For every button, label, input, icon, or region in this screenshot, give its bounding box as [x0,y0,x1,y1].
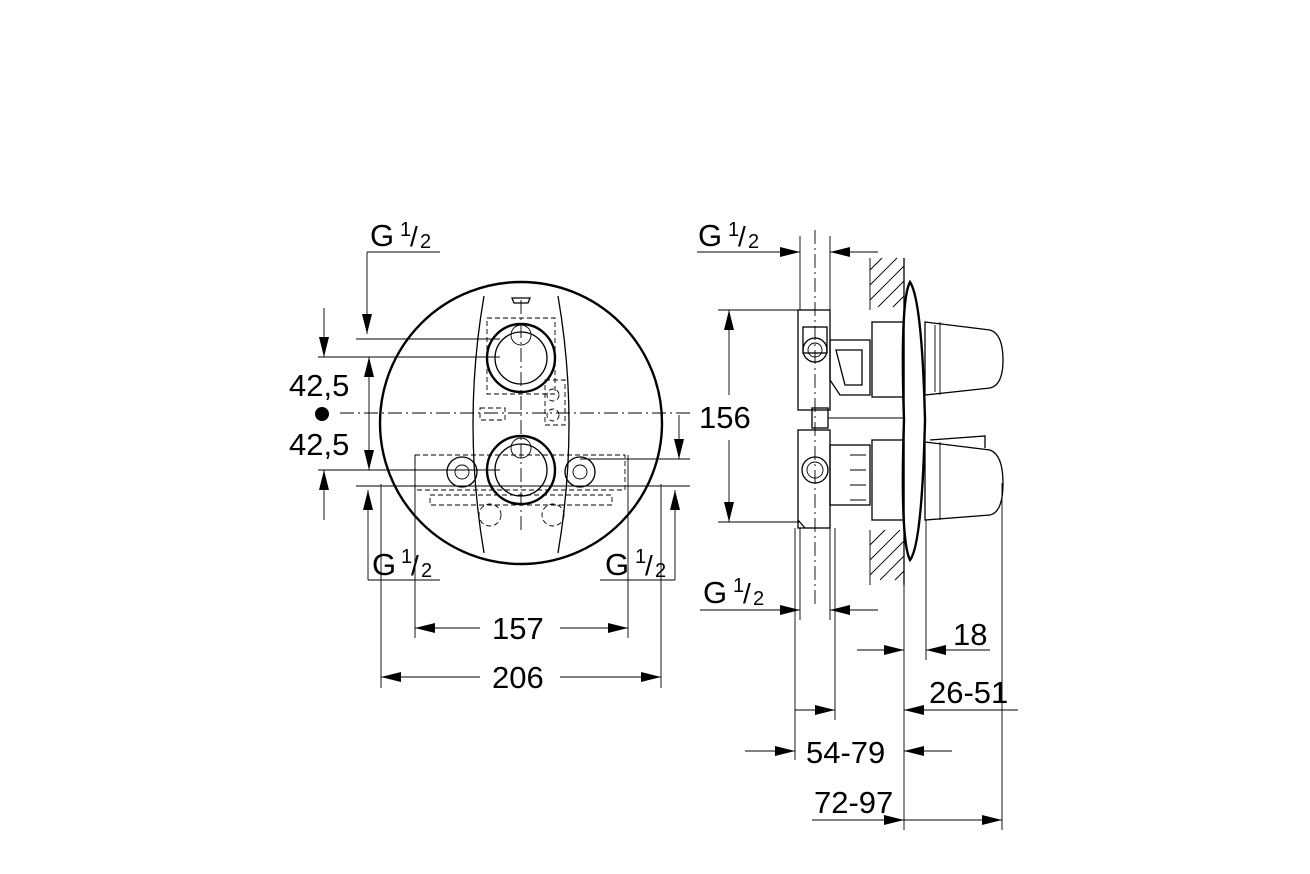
svg-text:/: / [410,221,418,252]
thread-top-label: G 1 / 2 [370,218,431,253]
dim-inlet-spacing-label: 157 [492,611,544,646]
dim-plate-diameter-label: 206 [492,660,544,695]
side-lower-handle [924,441,1004,521]
side-view: 156 G 1 / 2 G 1 / 2 18 [697,218,1018,830]
svg-text:G: G [372,547,396,582]
dim-plate-depth-label: 18 [953,617,987,652]
side-valve-body [797,309,905,529]
svg-text:/: / [743,578,751,609]
svg-text:G: G [698,218,722,253]
dim-total-depth-label: 72-97 [814,785,893,820]
dim-height-label: 156 [699,400,751,435]
svg-text:2: 2 [748,231,759,253]
brand-logo-icon [511,297,531,304]
svg-text:G: G [605,547,629,582]
svg-text:2: 2 [753,588,764,610]
dim-lower-offset-label: 42,5 [289,427,349,462]
svg-text:2: 2 [421,560,432,582]
svg-text:1: 1 [733,575,744,597]
svg-text:G: G [703,575,727,610]
svg-text:1: 1 [728,219,739,241]
side-thread-top-label: G 1 / 2 [698,218,759,253]
centre-point-dot [315,407,329,421]
svg-text:G: G [370,218,394,253]
wall-hatching [869,257,905,585]
front-view: 42,5 42,5 G 1 / 2 G 1 / 2 G 1 / 2 [289,218,690,695]
thread-bottom-right-label: G 1 / 2 [605,546,666,582]
dim-handle-projection-label: 26-51 [929,675,1008,710]
side-cover-plate [901,279,927,563]
cover-plate-outline [378,280,664,566]
dim-upper-offset-label: 42,5 [289,368,349,403]
hidden-body-contour [414,379,626,527]
svg-text:1: 1 [401,546,412,568]
svg-text:1: 1 [635,546,646,568]
dim-installation-depth-label: 54-79 [806,735,885,770]
svg-text:2: 2 [420,231,431,253]
side-upper-handle [924,321,1004,396]
svg-text:/: / [738,221,746,252]
svg-text:1: 1 [400,219,411,241]
side-thread-bottom-label: G 1 / 2 [703,575,764,610]
cover-plate-band [472,295,570,554]
svg-text:/: / [645,550,653,581]
